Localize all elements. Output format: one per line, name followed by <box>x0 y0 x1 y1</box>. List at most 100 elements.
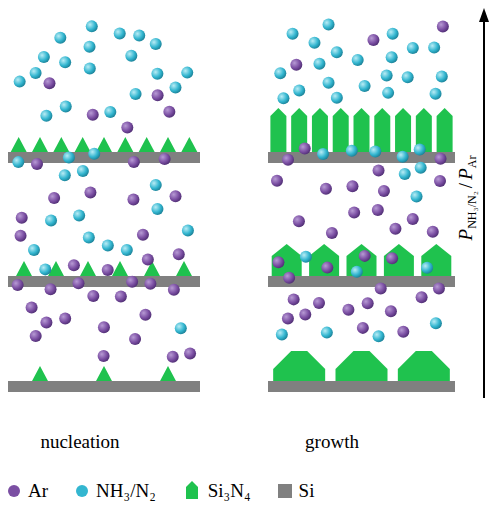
ar-atom <box>144 278 156 290</box>
nh3-n2-molecule <box>28 244 40 256</box>
legend-entry: Si <box>277 480 315 500</box>
nh3-n2-molecule <box>373 330 385 342</box>
si3n4-crystal <box>160 366 176 381</box>
legend-swatch <box>278 484 292 498</box>
ar-atom <box>433 282 445 294</box>
nh3-n2-molecule <box>125 50 137 62</box>
nh3-n2-molecule <box>30 67 42 79</box>
nh3-n2-molecule <box>397 151 409 163</box>
ar-atom <box>435 153 447 165</box>
ar-atom <box>389 223 401 235</box>
ar-atom <box>173 248 185 260</box>
ar-atom <box>357 322 369 334</box>
ar-atom <box>115 290 127 302</box>
nh3-n2-molecule <box>317 148 329 160</box>
legend-swatch-box <box>6 480 22 500</box>
ar-atom <box>127 194 139 206</box>
legend-swatch <box>186 481 198 499</box>
ar-atom <box>282 312 294 324</box>
nh3-n2-molecule <box>308 37 320 49</box>
si-substrate <box>8 381 200 392</box>
ar-atom <box>320 183 332 195</box>
ar-atom <box>72 277 84 289</box>
nh3-n2-molecule <box>293 85 305 97</box>
nh3-n2-molecule <box>430 317 442 329</box>
ar-atom <box>290 59 302 71</box>
ar-atom <box>59 312 71 324</box>
ar-atom <box>293 215 305 227</box>
ar-atom <box>16 212 28 224</box>
legend-text: Si₃N₄ <box>208 481 251 500</box>
ar-atom <box>163 106 175 118</box>
si3n4-crystal <box>398 351 450 381</box>
nh3-n2-molecule <box>359 80 371 92</box>
nh3-n2-molecule <box>313 58 325 70</box>
ar-atom <box>26 302 38 314</box>
ar-atom <box>299 309 311 321</box>
nh3-n2-molecule <box>133 30 145 42</box>
nh3-n2-molecule <box>436 71 448 83</box>
nh3-n2-molecule <box>415 162 427 174</box>
si3n4-crystal <box>312 108 328 152</box>
nh3-n2-molecule <box>151 68 163 80</box>
nh3-n2-molecule <box>407 42 419 54</box>
ar-atom <box>407 213 419 225</box>
ar-atom <box>31 158 43 170</box>
si3n4-crystal <box>384 244 414 276</box>
nh3-n2-molecule <box>45 215 57 227</box>
nh3-n2-molecule <box>38 51 50 63</box>
ar-atom <box>170 190 182 202</box>
subscript: Ar <box>465 156 479 169</box>
si3n4-crystal <box>139 137 155 152</box>
nh3-n2-molecule <box>151 203 163 215</box>
ar-atom <box>40 317 52 329</box>
ar-atom <box>434 175 446 187</box>
stage-label: growth <box>305 432 359 451</box>
nh3-n2-molecule <box>182 224 194 236</box>
nh3-n2-molecule <box>84 63 96 75</box>
ar-atom <box>137 229 149 241</box>
ar-atom <box>30 330 42 342</box>
nh3-n2-molecule <box>60 100 72 112</box>
ar-atom <box>282 154 294 166</box>
ar-atom <box>427 226 439 238</box>
ar-atom <box>367 34 379 46</box>
nh3-n2-molecule <box>399 168 411 180</box>
si3n4-crystal <box>80 261 96 276</box>
ar-atom <box>437 20 449 32</box>
ar-atom <box>168 284 180 296</box>
ar-atom <box>288 293 300 305</box>
nh3-n2-molecule <box>86 20 98 32</box>
nh3-n2-molecule <box>430 88 442 100</box>
si3n4-crystal <box>273 351 325 381</box>
ar-atom <box>373 165 385 177</box>
nh3-n2-molecule <box>346 145 358 157</box>
legend-text: NH₃/N₂ <box>96 481 156 500</box>
nh3-n2-molecule <box>323 77 335 89</box>
nh3-n2-molecule <box>300 251 312 263</box>
nh3-n2-molecule <box>411 191 423 203</box>
legend-text: Ar <box>28 481 48 500</box>
ar-atom <box>372 204 384 216</box>
ar-atom <box>15 230 27 242</box>
ar-atom <box>375 283 387 295</box>
si3n4-crystal <box>11 137 27 152</box>
nh3-n2-molecule <box>352 54 364 66</box>
nh3-n2-molecule <box>331 46 343 58</box>
nh3-n2-molecule <box>170 81 182 93</box>
ar-atom <box>272 256 284 268</box>
si3n4-crystal <box>395 108 411 152</box>
si3n4-crystal <box>75 137 91 152</box>
ar-atom <box>139 309 151 321</box>
legend-swatch-box <box>182 480 202 500</box>
ar-atom <box>385 305 397 317</box>
legend-entry: Ar <box>6 480 48 500</box>
nh3-n2-molecule <box>414 144 426 156</box>
nh3-n2-molecule <box>14 76 26 88</box>
si3n4-crystal <box>16 261 32 276</box>
nh3-n2-molecule <box>12 156 24 168</box>
ar-atom <box>167 351 179 363</box>
nh3-n2-molecule <box>40 110 52 122</box>
si3n4-crystal <box>112 261 128 276</box>
nh3-n2-molecule <box>104 106 116 118</box>
